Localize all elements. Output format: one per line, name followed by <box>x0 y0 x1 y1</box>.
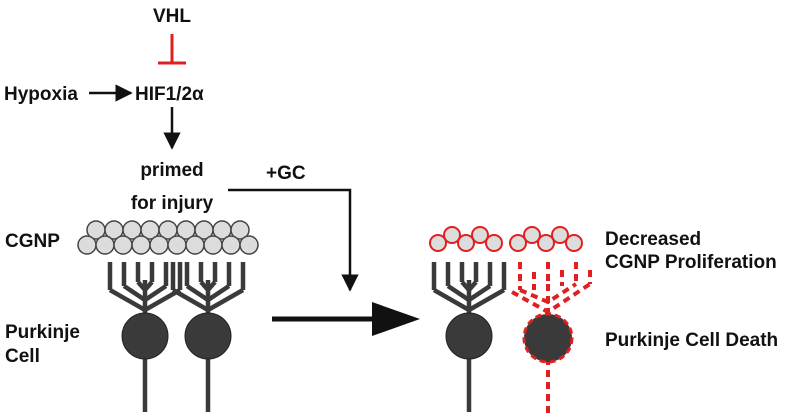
purkinje-cell-right-dying <box>511 262 592 414</box>
purkinje-cell-left-2 <box>170 262 246 412</box>
purkinje-label-line2: Cell <box>5 346 40 367</box>
cgnp-label: CGNP <box>5 231 60 252</box>
purkinje-label-line1: Purkinje <box>5 322 80 343</box>
gc-arrow <box>228 188 359 292</box>
purkinje-cell-right-healthy <box>431 262 507 412</box>
vhl-label: VHL <box>153 6 191 27</box>
purkinje-cell-left-1 <box>107 262 183 412</box>
primed-label-line2: for injury <box>131 193 214 214</box>
cgnp-cluster-right <box>429 226 583 252</box>
cgnp-cluster-left <box>77 220 259 255</box>
decreased-label-line2: CGNP Proliferation <box>605 252 777 273</box>
hif-label: HIF1/2α <box>135 84 204 105</box>
hypoxia-label: Hypoxia <box>4 84 78 105</box>
decreased-label-line1: Decreased <box>605 229 701 250</box>
main-transition-arrow-head <box>372 302 420 336</box>
vhl-inhibition-symbol <box>158 34 186 65</box>
primed-label-line1: primed <box>140 160 203 181</box>
death-label: Purkinje Cell Death <box>605 330 778 351</box>
gc-label: +GC <box>266 163 306 184</box>
